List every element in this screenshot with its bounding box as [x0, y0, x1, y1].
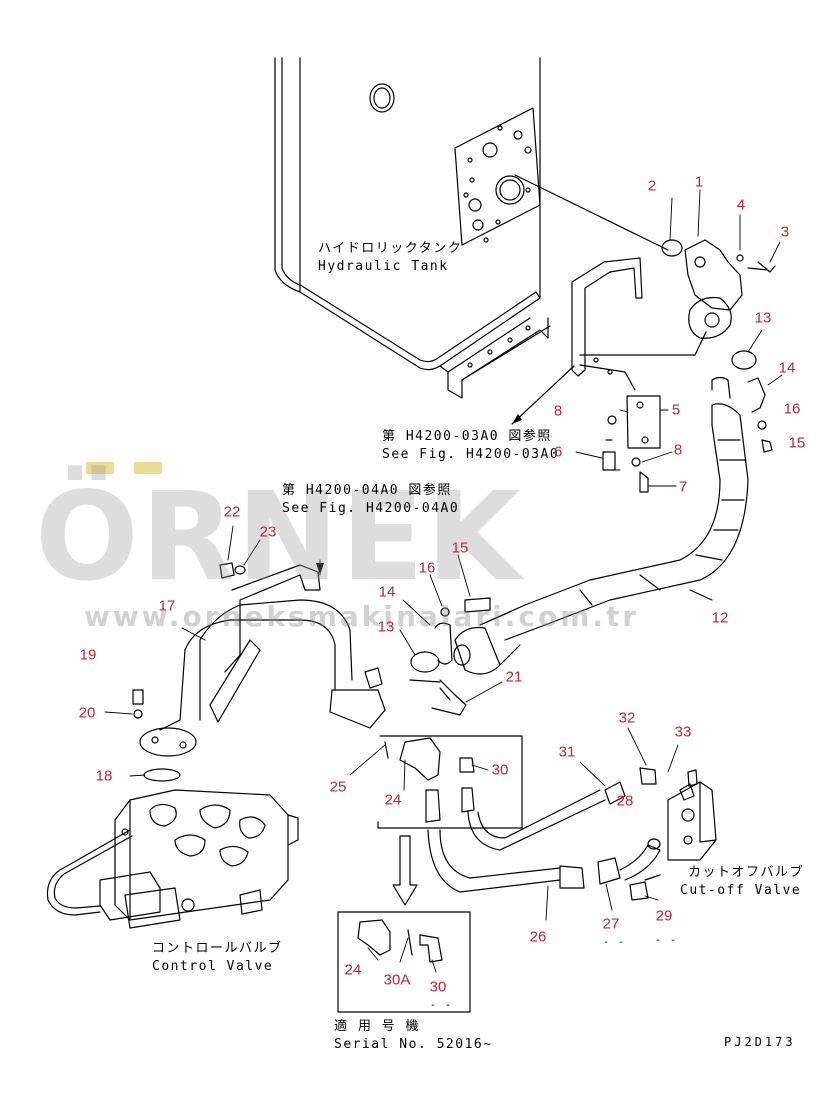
upper-flange-assembly — [479, 239, 776, 641]
callout-15: 15 — [788, 434, 806, 452]
dash-30: - - — [430, 1000, 453, 1011]
callout-13b: 13 — [377, 618, 395, 636]
callout-30a: 30A — [383, 971, 411, 989]
callout-6: 6 — [553, 443, 563, 461]
mounting-bracket — [511, 257, 661, 493]
callout-7: 7 — [678, 478, 688, 496]
callout-13: 13 — [754, 309, 772, 327]
callout-32: 32 — [618, 709, 636, 727]
callout-3: 3 — [780, 223, 790, 241]
ref1-label-en: See Fig. H4200-03A0 — [382, 447, 560, 462]
callout-16b: 16 — [418, 559, 436, 577]
callout-25: 25 — [329, 778, 347, 796]
return-pipe — [132, 562, 521, 782]
callout-12: 12 — [711, 609, 729, 627]
callout-19: 19 — [79, 646, 97, 664]
tank-label-en: Hydraulic Tank — [318, 259, 449, 274]
serial-inset-box — [337, 911, 471, 1013]
callout-17: 17 — [158, 597, 176, 615]
cutoff-valve-label-jp: カットオフバルブ — [688, 865, 805, 880]
leader-lines — [104, 189, 783, 973]
ref1-label-jp: 第 H4200-03A0 図参照 — [382, 429, 552, 444]
callout-8b: 8 — [673, 441, 683, 459]
callout-29: 29 — [655, 907, 673, 925]
callout-5: 5 — [671, 401, 681, 419]
serial-label-jp: 適 用 号 機 — [334, 1019, 420, 1034]
drawing-code: PJ2D173 — [724, 1035, 796, 1049]
callout-26: 26 — [529, 928, 547, 946]
callout-22: 22 — [223, 503, 241, 521]
callout-8: 8 — [553, 402, 563, 420]
callout-18: 18 — [95, 767, 113, 785]
callout-31: 31 — [558, 743, 576, 761]
callout-16: 16 — [783, 400, 801, 418]
callout-24: 24 — [384, 791, 402, 809]
callout-1: 1 — [694, 173, 704, 191]
callout-21: 21 — [505, 668, 523, 686]
control-valve — [46, 789, 299, 929]
callout-15b: 15 — [451, 539, 469, 557]
control-valve-label-jp: コントロールバルブ — [152, 941, 283, 956]
ref2-label-en: See Fig. H4200-04A0 — [282, 501, 460, 516]
ref2-label-jp: 第 H4200-04A0 図参照 — [282, 483, 452, 498]
serial-label-en: Serial No. 52016~ — [334, 1037, 493, 1052]
callout-23: 23 — [259, 523, 277, 541]
callout-20: 20 — [78, 704, 96, 722]
cutoff-valve-label-en: Cut-off Valve — [680, 883, 802, 898]
dash-27: - - — [603, 937, 626, 948]
lower-hoses — [425, 767, 661, 901]
tank-label-jp: ハイドロリックタンク — [318, 241, 463, 256]
callout-27: 27 — [602, 915, 620, 933]
callout-24b: 24 — [344, 961, 362, 979]
callout-30: 30 — [491, 761, 509, 779]
cutoff-valve — [667, 769, 717, 861]
dash-29: - - — [655, 935, 678, 946]
callout-28: 28 — [616, 792, 634, 810]
callout-14: 14 — [778, 359, 796, 377]
callout-33: 33 — [674, 723, 692, 741]
callout-30b: 30 — [429, 978, 447, 996]
callout-2: 2 — [647, 177, 657, 195]
callout-4: 4 — [736, 196, 746, 214]
callout-14b: 14 — [378, 583, 396, 601]
control-valve-label-en: Control Valve — [152, 959, 274, 974]
detail-box — [377, 735, 523, 906]
hydraulic-tank — [274, 57, 669, 399]
